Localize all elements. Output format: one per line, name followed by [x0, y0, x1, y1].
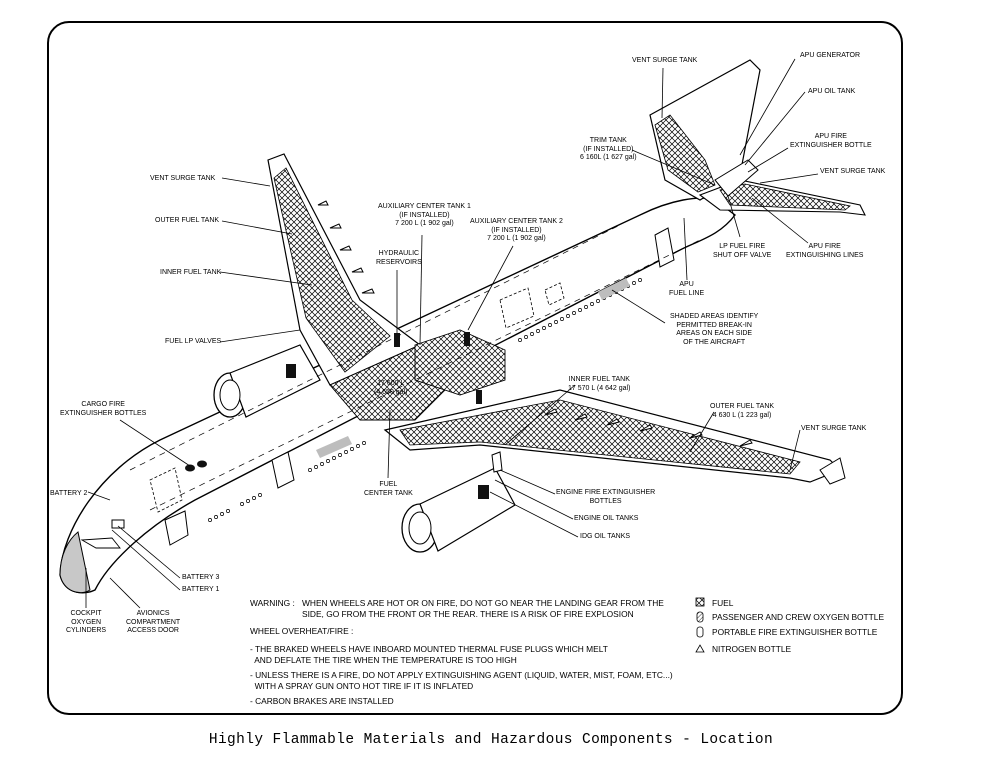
cargo-bottle-2	[197, 460, 207, 468]
hydraulic-reservoir-2	[464, 332, 470, 346]
nose-shaded-area	[59, 531, 91, 594]
doors	[149, 282, 565, 513]
label-apu-oil-tank: APU OIL TANK	[808, 88, 856, 95]
leader-lines	[85, 58, 819, 609]
apu-tailcone	[714, 159, 759, 197]
label-trim-tank: TRIM TANK (IF INSTALLED) 6 160L (1 627 g…	[580, 137, 637, 161]
hydraulic-reservoir-3	[476, 390, 482, 404]
label-vent-surge-tank-stab: VENT SURGE TANK	[820, 168, 886, 175]
label-aux-center-tank-1: AUXILIARY CENTER TANK 1 (IF INSTALLED) 7…	[378, 203, 471, 227]
label-outer-fuel-tank-left: OUTER FUEL TANK	[155, 217, 220, 224]
note-bullet-2: - UNLESS THERE IS A FIRE, DO NOT APPLY E…	[250, 670, 673, 691]
battery-box	[111, 519, 125, 529]
label-center-tank-capacity: 17 600 L (4 650 gal)	[374, 380, 408, 396]
label-vent-surge-tank-left: VENT SURGE TANK	[150, 175, 216, 182]
label-inner-fuel-tank-left: INNER FUEL TANK	[160, 269, 222, 276]
note-bullet-3: - CARBON BRAKES ARE INSTALLED	[250, 696, 394, 706]
right-wing-flap-fairings	[544, 408, 753, 447]
legend-oxygen-bottle: PASSENGER AND CREW OXYGEN BOTTLE	[712, 612, 885, 622]
fuselage-dashed-line-2	[129, 224, 621, 471]
label-avionics-door: AVIONICS COMPARTMENT ACCESS DOOR	[126, 610, 181, 634]
label-apu-fire-lines: APU FIRE EXTINGUISHING LINES	[786, 243, 864, 259]
label-vent-surge-tank-right: VENT SURGE TANK	[801, 425, 867, 432]
label-apu-generator: APU GENERATOR	[800, 52, 861, 59]
figure-caption: Highly Flammable Materials and Hazardous…	[208, 732, 774, 748]
label-fuel-lp-valves: FUEL LP VALVES	[165, 338, 222, 345]
diagram-frame	[47, 21, 903, 715]
legend-nitrogen-bottle: NITROGEN BOTTLE	[712, 644, 792, 654]
legend-fuel: FUEL	[712, 598, 734, 608]
right-engine	[401, 451, 516, 553]
passenger-doors	[164, 227, 675, 546]
label-battery-1: BATTERY 1	[182, 586, 220, 593]
label-battery-3: BATTERY 3	[182, 574, 220, 581]
break-in-area-upper	[598, 278, 630, 300]
warning-label: WARNING :	[250, 598, 295, 608]
legend-symbols	[695, 597, 705, 653]
label-vent-surge-tank-tail: VENT SURGE TANK	[632, 57, 698, 64]
right-wing-tip	[819, 457, 846, 485]
label-cargo-fire-bottles: CARGO FIRE EXTINGUISHER BOTTLES	[60, 401, 147, 417]
break-in-area-lower	[316, 436, 352, 458]
label-apu-fire-bottle: APU FIRE EXTINGUISHER BOTTLE	[790, 133, 872, 149]
left-engine	[213, 344, 321, 418]
label-hydraulic-reservoirs: HYDRAULIC RESERVOIRS	[376, 250, 422, 266]
label-engine-fire-bottles: ENGINE FIRE EXTINGUISHER BOTTLES	[556, 489, 656, 505]
aux-center-tanks	[414, 329, 506, 396]
warning-text: WHEN WHEELS ARE HOT OR ON FIRE, DO NOT G…	[302, 598, 664, 619]
label-inner-fuel-tank-right: INNER FUEL TANK 17 570 L (4 642 gal)	[568, 376, 631, 392]
note-bullet-1: - THE BRAKED WHEELS HAVE INBOARD MOUNTED…	[250, 644, 608, 665]
label-aux-center-tank-2: AUXILIARY CENTER TANK 2 (IF INSTALLED) 7…	[470, 218, 563, 242]
cockpit-windows	[80, 537, 121, 549]
label-lp-fuel-fire-valve: LP FUEL FIRE SHUT OFF VALVE	[713, 243, 772, 259]
label-engine-oil-tanks: ENGINE OIL TANKS	[574, 515, 639, 522]
label-fuel-center-tank: FUEL CENTER TANK	[364, 481, 413, 497]
label-battery-2: BATTERY 2	[50, 490, 88, 497]
label-outer-fuel-tank-right: OUTER FUEL TANK 4 630 L (1 223 gal)	[710, 403, 775, 419]
cargo-bottle-1	[185, 464, 195, 472]
right-wing-fuel-tank	[399, 399, 801, 475]
label-shaded-areas: SHADED AREAS IDENTIFY PERMITTED BREAK-IN…	[670, 313, 759, 346]
overheat-title: WHEEL OVERHEAT/FIRE :	[250, 626, 354, 636]
left-wing-fuel-tank	[273, 167, 391, 373]
label-apu-fuel-line: APU FUEL LINE	[669, 281, 705, 297]
legend-portable-extinguisher: PORTABLE FIRE EXTINGUISHER BOTTLE	[712, 627, 878, 637]
fuselage-dashed-line	[149, 239, 701, 511]
hydraulic-reservoir-1	[394, 333, 400, 347]
left-wing-flap-fairings	[317, 200, 375, 294]
label-idg-oil-tanks: IDG OIL TANKS	[580, 533, 631, 540]
label-cockpit-oxygen: COCKPIT OXYGEN CYLINDERS	[66, 610, 107, 634]
